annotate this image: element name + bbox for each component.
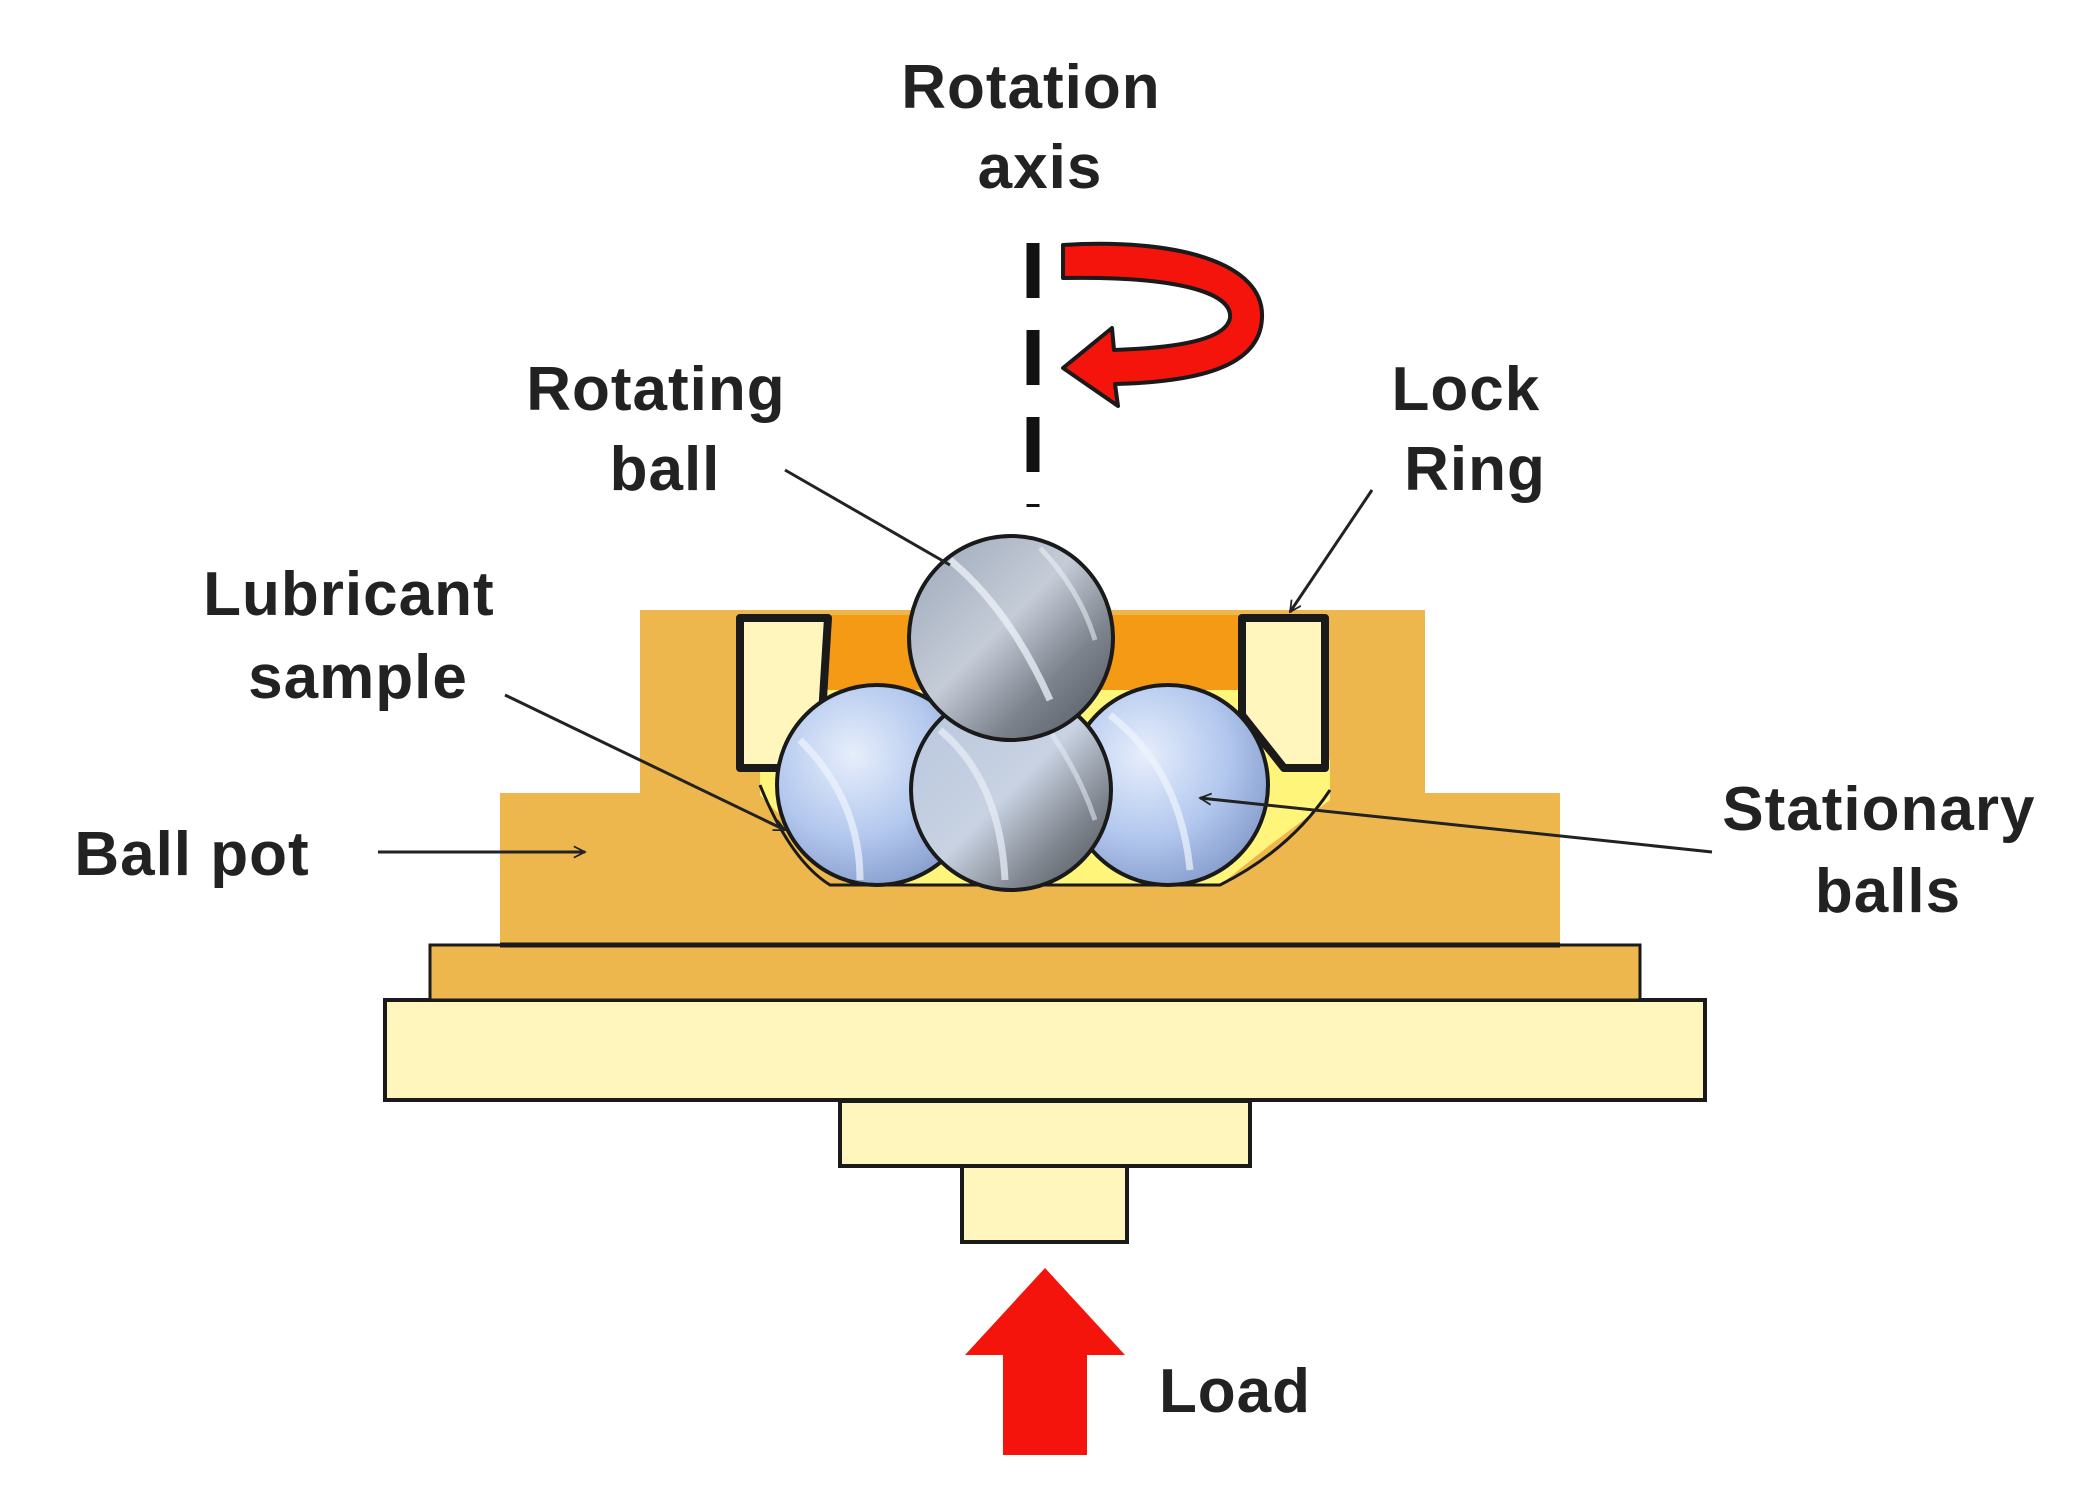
stationary-balls-line2: balls — [1815, 857, 1961, 926]
rotating-ball-line2: ball — [610, 435, 721, 504]
rotation-axis-line1: Rotation — [901, 53, 1160, 122]
stationary-balls-label: Stationary balls — [1722, 775, 2053, 926]
lock-ring-right — [1238, 614, 1329, 772]
stationary-ball-front — [909, 688, 1113, 892]
rotating-ball-label: Rotating ball — [526, 355, 804, 504]
lubricant-sample-line1: Lubricant — [203, 560, 494, 629]
stem-upper-block — [838, 1099, 1252, 1168]
lock-ring-line2: Ring — [1404, 435, 1546, 504]
lubricant-sample-label: Lubricant sample — [203, 560, 513, 712]
rotating-ball-leader — [784, 468, 951, 567]
stationary-balls — [775, 683, 1270, 892]
load-stem — [838, 1099, 1252, 1244]
rotating-ball — [907, 534, 1115, 742]
lubricant-sample-line2: sample — [248, 643, 468, 712]
stem-lower-block — [960, 1164, 1129, 1244]
lubricant-sample-leader — [504, 693, 785, 832]
lock-ring-leader — [1288, 489, 1374, 612]
lock-ring-label: Lock Ring — [1392, 355, 1559, 504]
leader-lines — [378, 468, 1713, 854]
stationary-balls-line1: Stationary — [1722, 775, 2035, 844]
rotation-axis-label: Rotation axis — [901, 53, 1179, 202]
rotating-ball-line1: Rotating — [526, 355, 785, 424]
rotation-axis-line2: axis — [978, 133, 1103, 202]
stationary-balls-leader — [1200, 798, 1713, 854]
stationary-ball-right — [1066, 683, 1270, 887]
load-label: Load — [1159, 1357, 1311, 1426]
rotation-direction-arrow — [1061, 241, 1265, 408]
load-arrow — [965, 1268, 1125, 1455]
pot-flange — [428, 943, 1642, 1002]
ball-pot-label: Ball pot — [74, 820, 309, 889]
base-plate — [383, 998, 1707, 1102]
lock-ring-line1: Lock — [1392, 355, 1541, 424]
